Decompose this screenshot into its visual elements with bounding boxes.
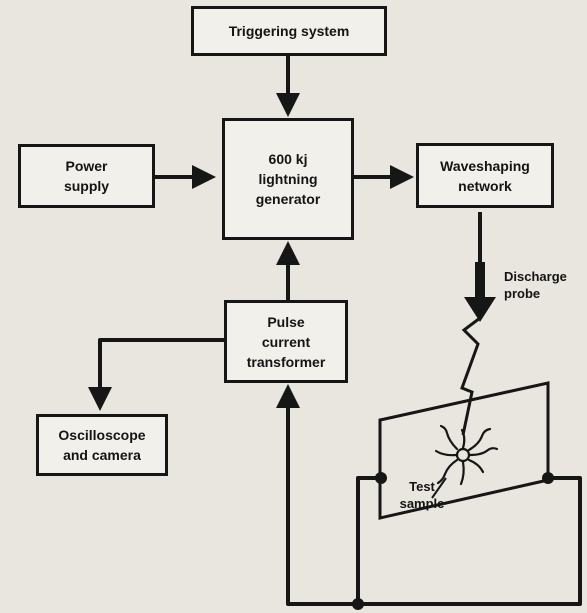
discharge-probe-label-line-1: Discharge [504, 269, 567, 284]
transformer-label-line-1: Pulse [267, 313, 305, 330]
test-sample-pointer [431, 477, 447, 499]
lightning-bolt [460, 316, 481, 436]
test-sample-label-line-2: sample [399, 496, 445, 511]
arrow-transformer-to-oscilloscope [88, 338, 224, 411]
waveshaping-network-block: Waveshaping network [416, 143, 554, 208]
oscilloscope-label-line-1: Oscilloscope [58, 427, 146, 443]
junction-dot-bottom [352, 598, 364, 610]
junction-dot-left [375, 472, 387, 484]
transformer-label-line-2: current [261, 333, 311, 350]
pulse-current-transformer-block: Pulse current transformer [224, 300, 348, 383]
test-sample-label-line-1: Test [409, 479, 435, 494]
generator-label-line-3: generator [255, 191, 321, 207]
discharge-probe-head [464, 297, 496, 322]
waveshaping-label-line-1: Waveshaping [440, 157, 530, 174]
triggering-system-block: Triggering system [191, 6, 387, 56]
generator-label-line-1: 600 kj [268, 151, 308, 167]
return-path-to-transformer [276, 384, 378, 606]
power-supply-label-line-1: Power [65, 158, 108, 174]
transformer-label-line-3: transformer [246, 353, 326, 370]
strike-point-icon [434, 424, 499, 486]
discharge-probe-label-line-2: probe [504, 286, 541, 301]
lightning-generator-block: 600 kj lightning generator [222, 118, 354, 240]
generator-label-line-2: lightning [258, 171, 318, 187]
triggering-system-label: Triggering system [228, 23, 350, 39]
oscilloscope-camera-block: Oscilloscope and camera [36, 414, 168, 476]
test-sample-label: Test sample [392, 478, 452, 512]
power-supply-label-line-2: supply [63, 178, 110, 194]
power-supply-block: Power supply [18, 144, 155, 208]
discharge-probe-label: Discharge probe [504, 268, 587, 302]
junction-dot-right [542, 472, 554, 484]
oscilloscope-label-line-2: and camera [63, 447, 141, 463]
waveshaping-label-line-2: network [458, 177, 512, 194]
return-path-right-loop [358, 476, 582, 606]
